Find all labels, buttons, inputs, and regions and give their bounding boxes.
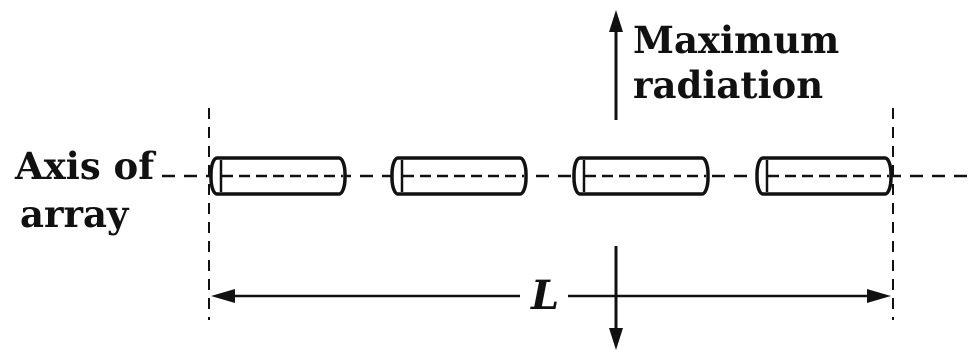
max-radiation-label-line1: Maximum [633, 18, 840, 62]
length-dimension-line [211, 289, 891, 303]
left-arrowhead [211, 289, 235, 303]
axis-of-array-label-line2: array [20, 192, 129, 236]
max-radiation-label-line2: radiation [633, 63, 824, 107]
array-element-3 [572, 156, 710, 196]
array-element-1 [209, 156, 347, 196]
max-radiation-up-arrow [609, 10, 623, 120]
array-element-2 [390, 156, 528, 196]
array-length-label: L [527, 276, 564, 316]
max-radiation-down-arrow [609, 246, 623, 350]
right-arrowhead [867, 289, 891, 303]
axis-of-array-label-line1: Axis of [15, 144, 155, 188]
array-element-4 [755, 156, 893, 196]
